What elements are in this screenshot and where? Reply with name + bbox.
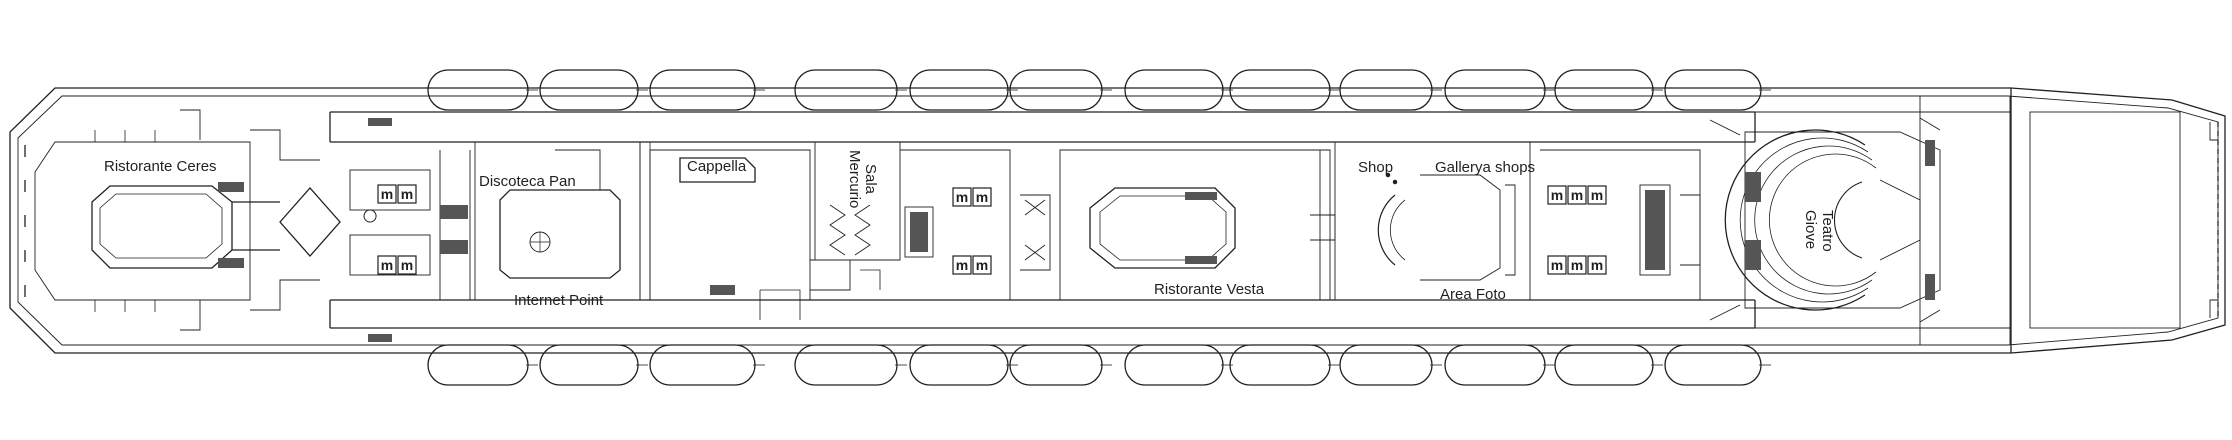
elevator-icon: m	[397, 255, 417, 275]
stairs-icon	[218, 258, 244, 268]
elevator-glyph: m	[401, 186, 413, 202]
elevator-glyph: m	[1551, 257, 1563, 273]
lifeboat-icon	[1009, 344, 1112, 386]
stairs-icon	[1745, 172, 1761, 202]
stairs-icon	[218, 182, 244, 192]
stairs-icon	[1185, 192, 1217, 200]
lifeboat-icon	[794, 69, 907, 111]
lifeboat-icon	[1229, 69, 1340, 111]
elevator-icon: m	[397, 184, 417, 204]
cappella-area	[649, 149, 811, 320]
elevator-icon: m	[1587, 185, 1607, 205]
elevator-glyph: m	[401, 257, 413, 273]
lifeboat-icon	[1339, 344, 1442, 386]
elevator-icon: m	[952, 187, 972, 207]
elevator-icon: m	[1547, 185, 1567, 205]
discoteca-pan-area	[474, 141, 651, 301]
label-area-foto: Area Foto	[1440, 286, 1506, 303]
elevator-glyph: m	[1591, 187, 1603, 203]
lifeboat-icon	[539, 69, 648, 111]
elevator-glyph: m	[381, 186, 393, 202]
stairs-icon	[440, 240, 468, 254]
stern-block	[2029, 111, 2181, 329]
elevator-icon: m	[952, 255, 972, 275]
stairs-icon	[910, 212, 928, 252]
elevator-glyph: m	[956, 189, 968, 205]
lifeboat-icon	[539, 344, 648, 386]
stairs-icon	[1925, 140, 1935, 166]
label-mercurio: Mercurio	[846, 150, 863, 208]
lifeboat-icon	[427, 344, 538, 386]
label-cappella: Cappella	[687, 158, 747, 175]
lifeboat-icon	[1664, 69, 1771, 111]
lifeboat-icon	[1124, 69, 1233, 111]
stairs-icon	[440, 205, 468, 219]
elevator-glyph: m	[381, 257, 393, 273]
elevator-glyph: m	[1571, 187, 1583, 203]
lifeboat-icon	[1554, 344, 1663, 386]
elevator-icon: m	[1567, 255, 1587, 275]
lifeboat-icon	[1664, 344, 1771, 386]
label-ristorante-ceres: Ristorante Ceres	[104, 158, 217, 175]
label-sala: Sala	[862, 164, 879, 195]
label-giove: Giove	[1802, 210, 1819, 249]
label-galleria-shops: Gallerya shops	[1435, 159, 1535, 176]
stairs-icon	[1185, 256, 1217, 264]
aft-elevator-lobby	[1540, 149, 1701, 301]
elevator-glyph: m	[976, 189, 988, 205]
label-internet-point: Internet Point	[514, 292, 604, 309]
mid-elevator-lobby	[900, 149, 1051, 301]
lifeboat-icon	[1009, 69, 1112, 111]
teatro-giove	[1709, 117, 1941, 323]
elevator-glyph: m	[976, 257, 988, 273]
stairs-icon	[368, 118, 392, 126]
lifeboat-icon	[649, 344, 765, 386]
stairs-icon	[368, 334, 392, 342]
elevator-icon: m	[1587, 255, 1607, 275]
elevator-glyph: m	[1571, 257, 1583, 273]
ristorante-ceres-area	[24, 109, 392, 342]
elevator-icon: m	[972, 187, 992, 207]
label-ristorante-vesta: Ristorante Vesta	[1154, 281, 1265, 298]
elevator-icon: m	[1547, 255, 1567, 275]
forward-elevator-lobby	[349, 150, 471, 300]
sala-mercurio-area	[810, 141, 901, 291]
lifeboats	[427, 69, 1771, 386]
shops-area	[1310, 141, 1531, 301]
stairs-icon	[1925, 274, 1935, 300]
lifeboat-icon	[1444, 344, 1555, 386]
ristorante-vesta-area	[1059, 149, 1331, 301]
lifeboat-icon	[1229, 344, 1340, 386]
label-teatro: Teatro	[1819, 210, 1836, 252]
lifeboat-icon	[1554, 69, 1663, 111]
label-discoteca-pan: Discoteca Pan	[479, 173, 576, 190]
stairs-icon	[1645, 190, 1665, 270]
elevator-icon: m	[1567, 185, 1587, 205]
elevator-icon: m	[972, 255, 992, 275]
lifeboat-icon	[794, 344, 907, 386]
lifeboat-icon	[909, 344, 1018, 386]
lifeboat-icon	[1124, 344, 1233, 386]
lifeboat-icon	[1444, 69, 1555, 111]
elevator-glyph: m	[1591, 257, 1603, 273]
lifeboat-icon	[1339, 69, 1442, 111]
elevator-icon: m	[377, 255, 397, 275]
elevator-glyph: m	[956, 257, 968, 273]
lifeboat-icon	[649, 69, 765, 111]
lifeboat-icon	[427, 69, 538, 111]
label-shop: Shop	[1358, 159, 1393, 176]
stairs-icon	[1745, 240, 1761, 270]
lifeboat-icon	[909, 69, 1018, 111]
elevator-icon: m	[377, 184, 397, 204]
hull-outline	[9, 87, 2226, 354]
elevator-glyph: m	[1551, 187, 1563, 203]
